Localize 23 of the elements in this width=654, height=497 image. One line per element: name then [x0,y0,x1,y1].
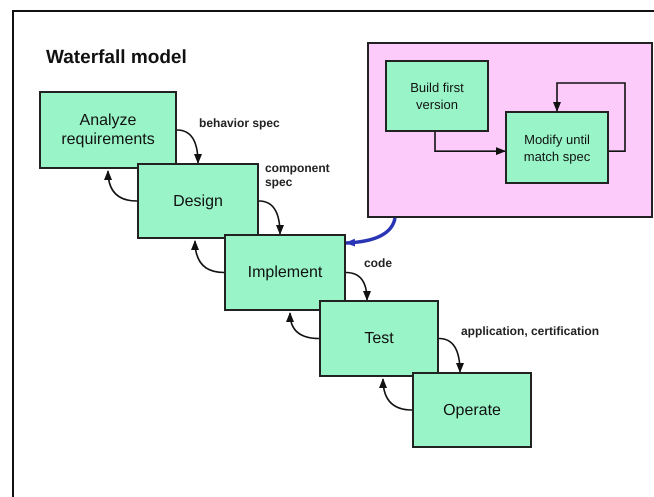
edge-label: code [364,256,392,270]
arrow [104,170,138,202]
arrow [434,132,506,156]
arrow [346,272,371,301]
arrow [553,82,626,152]
arrow [438,338,464,373]
process-box: Analyze requirements [39,91,177,169]
arrow [286,312,320,340]
diagram-title: Waterfall model [46,47,187,69]
edge-label: behavior spec [199,116,280,130]
arrow [345,218,397,246]
arrow [176,129,202,164]
process-box: Design [137,163,259,239]
process-box: Test [319,300,439,377]
group-panel [367,42,653,218]
process-box: Implement [224,234,346,311]
edge-label: application, certification [461,324,600,338]
process-box: Operate [412,372,532,448]
arrow [258,200,284,235]
process-box: Build first version [385,60,489,132]
arrow [379,378,412,411]
process-box: Modify until match spec [505,111,609,184]
arrow [191,240,224,274]
